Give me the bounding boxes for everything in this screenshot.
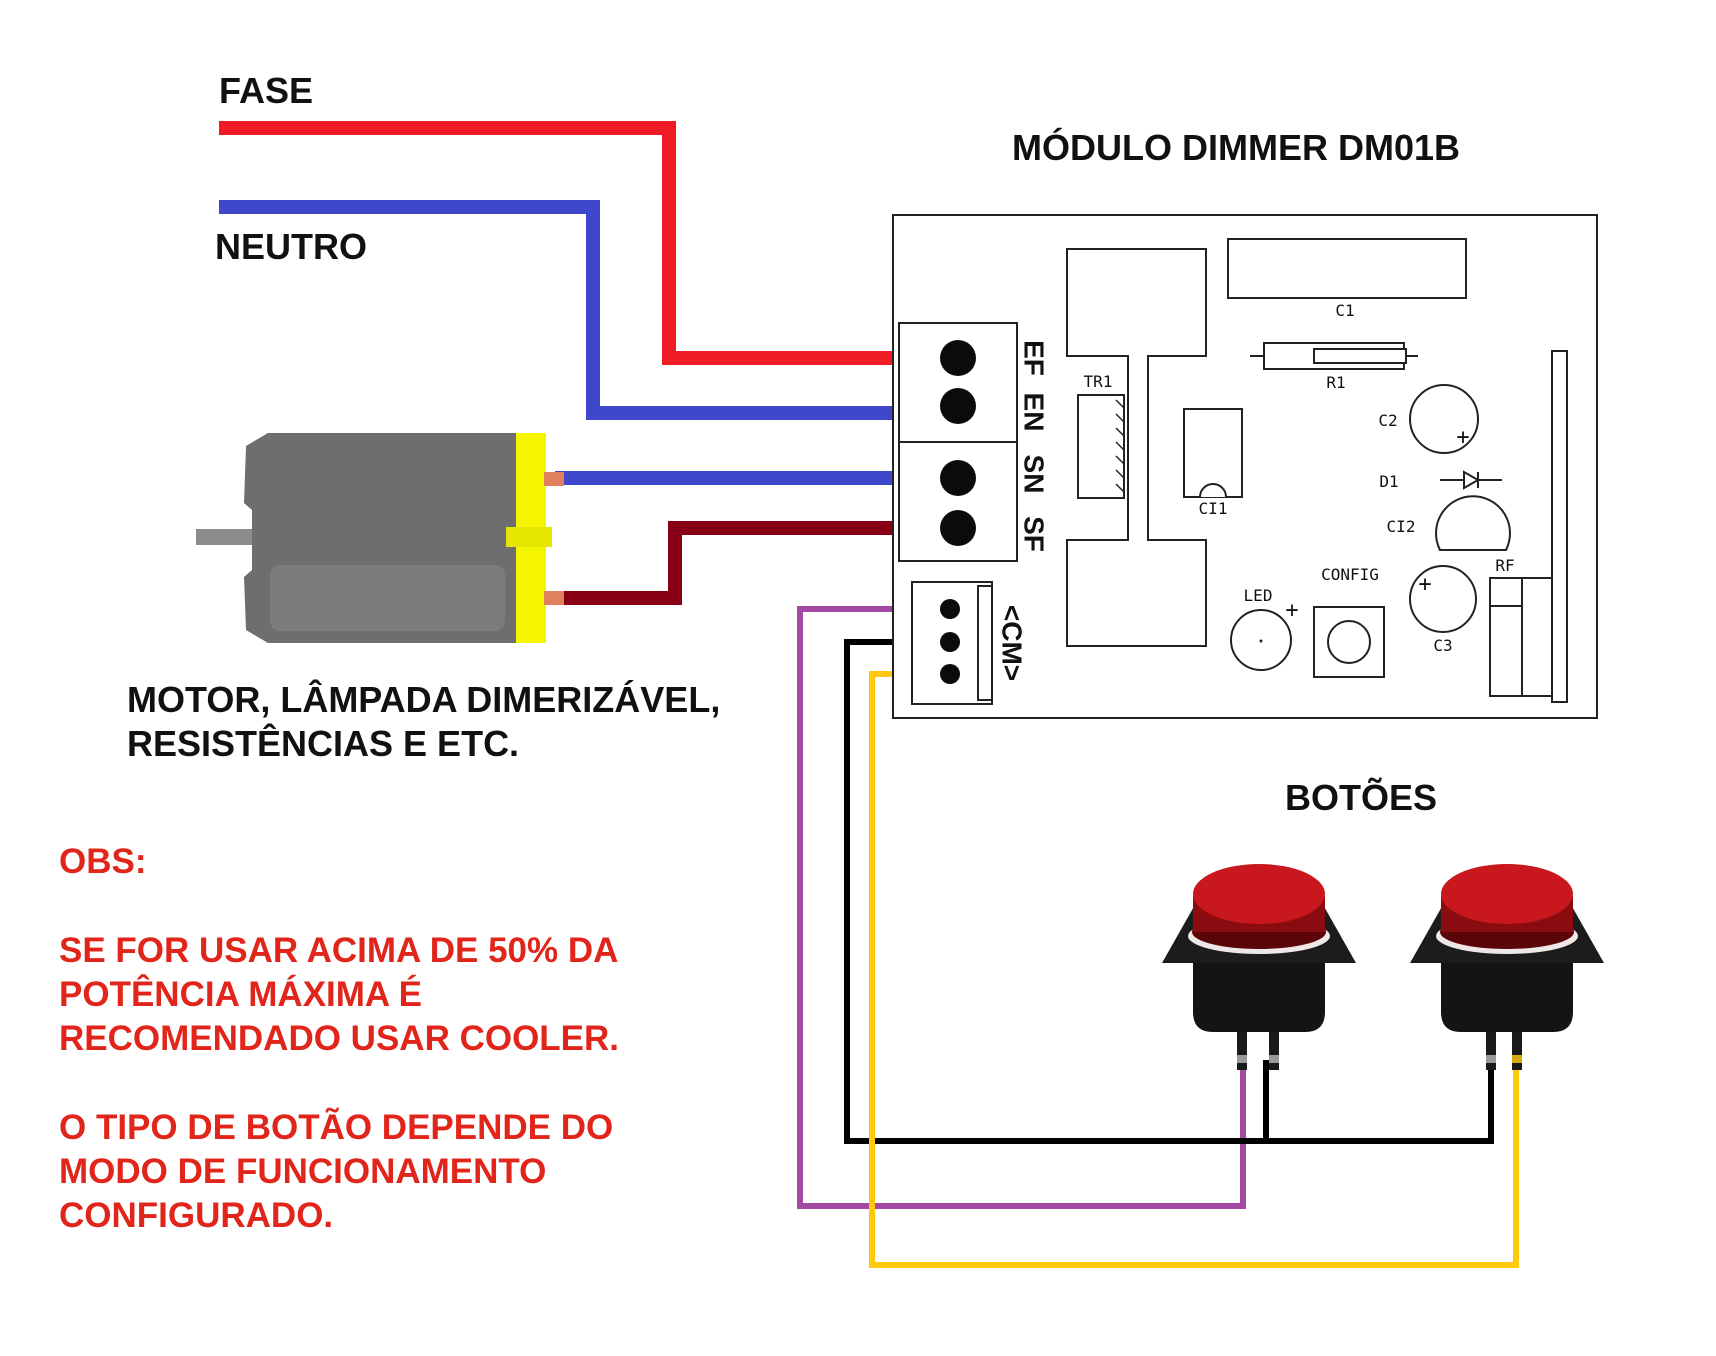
push-button-1-lead-tip-right (1269, 1055, 1279, 1063)
d1-symbol (1463, 470, 1481, 490)
led-label: LED (1244, 586, 1273, 605)
push-button-2-cap (1441, 864, 1573, 924)
rf-antenna (1551, 350, 1568, 703)
r1-inner (1313, 348, 1407, 364)
terminal-en-screw[interactable] (940, 388, 976, 424)
push-button-2-lead-left (1486, 1028, 1496, 1070)
button-connector-rail (977, 585, 993, 701)
connector-pin-2[interactable] (940, 632, 960, 652)
ci1-label: CI1 (1199, 499, 1228, 518)
note-line-1: SE FOR USAR ACIMA DE 50% DA (59, 931, 618, 970)
c2-label: C2 (1378, 411, 1397, 430)
led-plus: + (1285, 598, 1298, 623)
load-phase-wire (555, 521, 955, 605)
terminal-sf-label: SF (1019, 516, 1050, 552)
terminal-sf-screw[interactable] (940, 510, 976, 546)
push-button-2-body (1441, 960, 1573, 1032)
push-button-1-cap (1193, 864, 1325, 924)
c2-component (1409, 384, 1479, 454)
tr1-label: TR1 (1084, 372, 1113, 391)
c3-label: C3 (1433, 636, 1452, 655)
terminal-en-label: EN (1019, 393, 1050, 432)
c2-plus: + (1456, 425, 1469, 450)
c1-component (1227, 238, 1467, 299)
module-title: MÓDULO DIMMER DM01B (1012, 126, 1460, 168)
terminal-ef-label: EF (1019, 340, 1050, 376)
connector-pin-3[interactable] (940, 664, 960, 684)
rf-label: RF (1495, 556, 1514, 575)
terminal-cm-label: <CM> (997, 605, 1028, 681)
push-button-2-lead-tip-left (1486, 1055, 1496, 1063)
ci2-component (1435, 495, 1511, 551)
tr1-component (1077, 394, 1125, 499)
c1-label: C1 (1335, 301, 1354, 320)
push-button-2[interactable] (1410, 864, 1604, 1070)
push-button-1-lead-left (1237, 1028, 1247, 1070)
wires (219, 121, 1519, 1268)
obs-heading: OBS: (59, 842, 147, 881)
terminal-ef-screw[interactable] (940, 340, 976, 376)
neutro-label: NEUTRO (215, 226, 367, 267)
ci1-notch (1199, 483, 1227, 498)
fase-label: FASE (219, 70, 313, 111)
motor-terminal-bottom (544, 591, 564, 605)
buttons-title: BOTÕES (1285, 776, 1437, 818)
dimmer-module: EF EN SN SF <CM> TR1 C1 R1 CI1 + C2 D1 C… (892, 214, 1598, 719)
c3-plus: + (1418, 572, 1431, 597)
terminal-sn-screw[interactable] (940, 460, 976, 496)
config-button-knob[interactable] (1327, 620, 1371, 664)
tr1-hatch (1115, 399, 1125, 493)
ci2-label: CI2 (1387, 517, 1416, 536)
button-common-wire (844, 639, 1494, 1144)
load-label-line1: MOTOR, LÂMPADA DIMERIZÁVEL, (127, 678, 720, 720)
push-button-1-body (1193, 960, 1325, 1032)
neutro-wire (219, 200, 955, 420)
terminal-sn-label: SN (1019, 455, 1050, 494)
connector-pin-1[interactable] (940, 599, 960, 619)
motor (196, 433, 564, 643)
load-label-line2: RESISTÊNCIAS E ETC. (127, 722, 519, 764)
led-center-dot (1259, 639, 1263, 643)
push-button-2-lead-right (1512, 1028, 1522, 1070)
c3-component (1409, 565, 1477, 633)
motor-terminal-top (544, 472, 564, 486)
push-button-1-lead-right (1269, 1028, 1279, 1070)
notes: OBS: SE FOR USAR ACIMA DE 50% DA POTÊNCI… (59, 842, 619, 1235)
config-label: CONFIG (1321, 565, 1379, 584)
push-button-1[interactable] (1162, 864, 1356, 1070)
rf-module-side (1521, 577, 1553, 697)
motor-end-tab (506, 527, 552, 547)
note-line-2: POTÊNCIA MÁXIMA É (59, 974, 422, 1014)
note-line-5: MODO DE FUNCIONAMENTO (59, 1152, 546, 1191)
fase-wire (219, 121, 955, 365)
rf-module (1489, 577, 1523, 697)
d1-label: D1 (1379, 472, 1398, 491)
ci1-component (1183, 408, 1243, 498)
triac-heatsink-outline (1066, 248, 1207, 647)
note-line-4: O TIPO DE BOTÃO DEPENDE DO (59, 1108, 613, 1147)
note-line-6: CONFIGURADO. (59, 1196, 333, 1235)
note-line-3: RECOMENDADO USAR COOLER. (59, 1019, 619, 1058)
push-button-2-lead-tip-right (1512, 1055, 1522, 1063)
motor-highlight (270, 565, 505, 631)
r1-label: R1 (1326, 373, 1345, 392)
push-button-1-lead-tip-left (1237, 1055, 1247, 1063)
button1-wire (797, 606, 1246, 1209)
